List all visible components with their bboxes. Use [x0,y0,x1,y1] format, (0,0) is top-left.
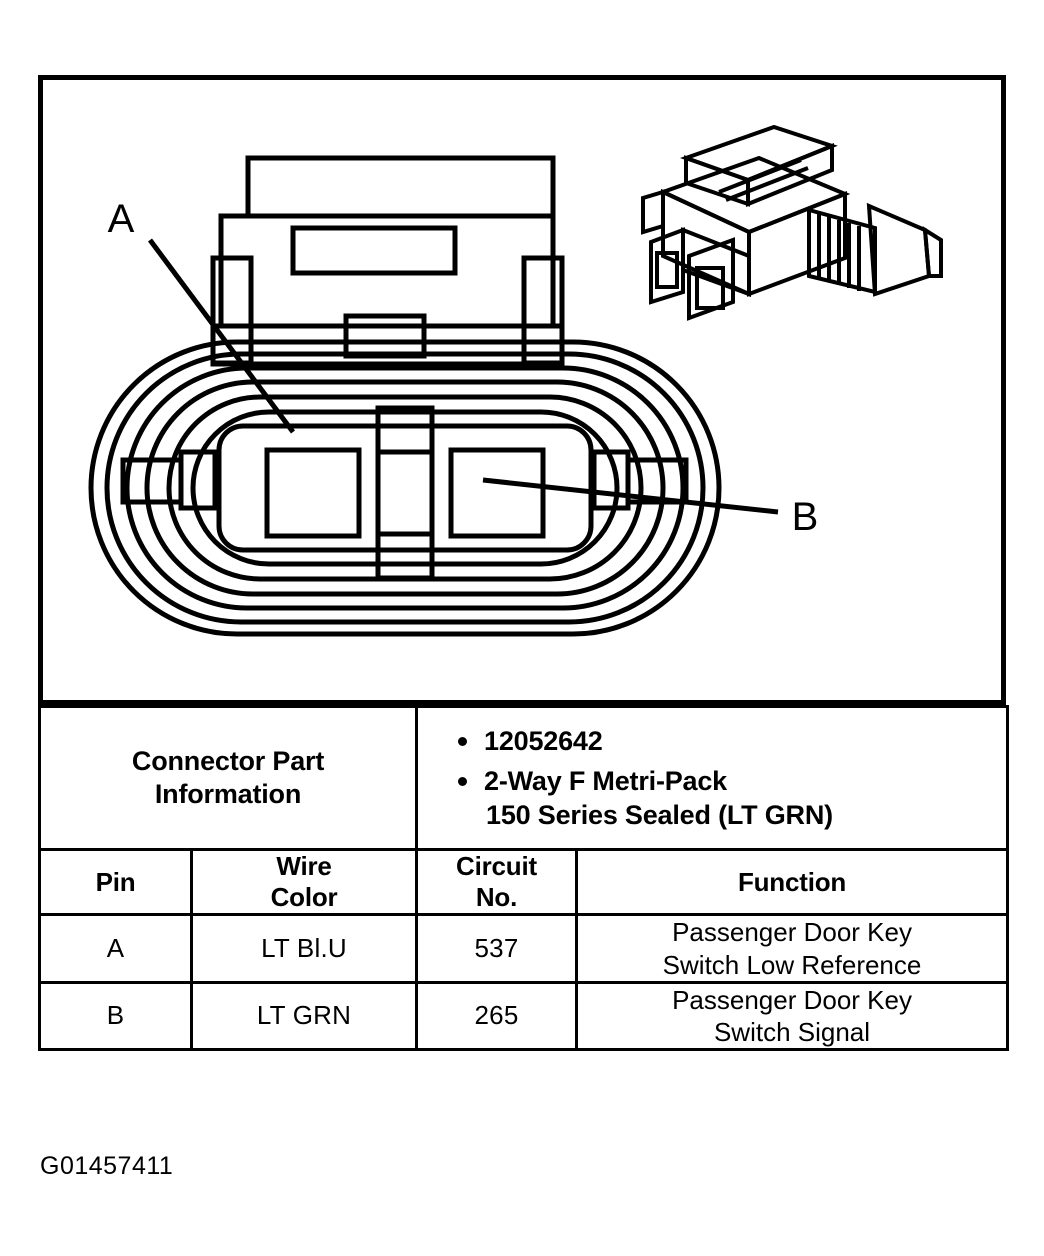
part-info-row: Connector Part Information 12052642 2-Wa… [37,704,1010,852]
cell-pin: B [38,980,193,1052]
wire-color-line2: Color [270,882,338,913]
connector-front-view [88,155,722,637]
terminal-cavity-b [448,447,546,539]
key-tab-top [375,405,435,455]
part-info-label-line2: Information [154,779,302,810]
iso-lower-body [681,227,751,297]
cell-circuit-no: 537 [415,913,579,984]
figure-panel: A B [38,75,1006,705]
connector-diagram: A B [88,124,943,637]
function-line1: Passenger Door Key [672,984,912,1015]
seal-ring-4 [144,379,666,597]
part-description-continued: 150 Series Sealed (LT GRN) [486,800,833,831]
bullet-icon [458,777,468,787]
iso-side-wing [641,189,665,235]
latch-top-block [245,155,556,219]
iso-rear-shroud-side [922,226,943,278]
cell-wire-color: LT Bl.U [189,913,419,984]
leader-line-b [482,477,779,515]
terminal-housing [216,423,594,553]
part-info-list: 12052642 2-Way F Metri-Pack 150 Series S… [418,708,1006,848]
center-keying-rib [375,449,435,537]
seal-ring-6 [190,409,620,567]
terminal-cavity-a [264,447,362,539]
callout-label-b: B [792,495,819,539]
table-header-row: Pin Wire Color Circuit No. Function [38,848,1010,917]
cell-function: Passenger Door Key Switch Signal [575,980,1010,1052]
connector-information-table: Connector Part Information 12052642 2-Wa… [37,704,1010,1052]
function-line1: Passenger Door Key [672,917,912,948]
latch-slot [290,225,458,276]
part-info-label-cell: Connector Part Information [37,704,419,852]
cell-circuit-no: 265 [415,980,579,1052]
iso-terminal-barrel-a [649,227,685,305]
circuit-no-line1: Circuit [456,851,537,882]
iso-latch-arm-face [746,143,834,207]
connector-isometric-view [641,124,943,321]
column-header-circuit-no: Circuit No. [415,848,579,917]
part-info-label-line1: Connector Part [131,746,325,777]
cell-function: Passenger Door Key Switch Low Reference [575,913,1010,984]
callout-label-a: A [108,197,135,241]
part-description: 2-Way F Metri-Pack [484,766,727,797]
column-header-wire-color: Wire Color [189,848,419,917]
part-number: 12052642 [484,726,603,756]
iso-terminal-opening-a [655,251,679,289]
seal-ring-3 [124,365,686,611]
iso-rear-shroud [866,202,932,297]
part-info-item: 12052642 [454,724,1006,758]
function-line2: Switch Signal [713,1017,871,1048]
table-row: B LT GRN 265 Passenger Door Key Switch S… [38,980,1010,1052]
seal-rings [88,339,722,637]
shoulder-ear-right [521,255,565,366]
shoulder-key-tab [343,313,427,359]
cell-pin: A [38,913,193,984]
leader-line-a [147,238,296,434]
column-header-function: Function [575,848,1010,917]
table-row: A LT Bl.U 537 Passenger Door Key Switch … [38,913,1010,984]
key-tab-bottom [375,531,435,581]
cell-wire-color: LT GRN [189,980,419,1052]
seal-ring-1 [88,339,722,637]
column-header-pin: Pin [38,848,193,917]
part-info-item: 2-Way F Metri-Pack 150 Series Sealed (LT… [454,764,1006,832]
iso-seal-ribs [807,207,877,295]
iso-latch-rib-1 [718,158,802,194]
function-line2: Switch Low Reference [662,949,922,980]
figure-caption-code: G01457411 [40,1152,174,1180]
part-info-value-cell: 12052642 2-Way F Metri-Pack 150 Series S… [415,704,1010,852]
circuit-no-line2: No. [475,882,518,913]
seal-ring-2 [104,351,706,625]
iso-terminal-opening-b [695,266,725,310]
wire-color-line1: Wire [276,851,332,882]
bullet-icon [458,737,468,746]
